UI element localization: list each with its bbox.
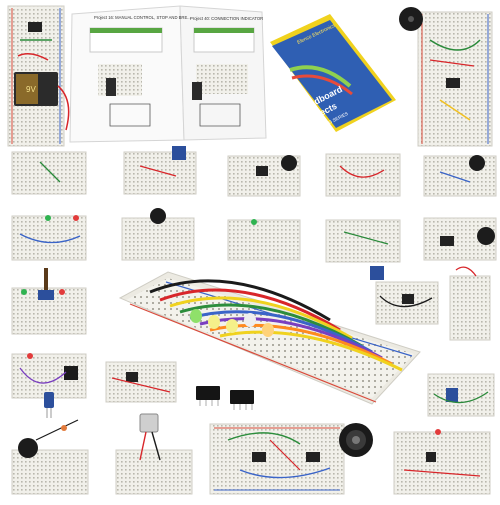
speaker-icon bbox=[339, 423, 373, 457]
booklet-cover: Elenco Electronics Breadboard Projects L… bbox=[270, 14, 396, 134]
board-row-3 bbox=[11, 208, 497, 263]
board-row-2 bbox=[11, 146, 497, 197]
board-bottom-motor bbox=[115, 413, 193, 495]
board-left-potentiometer bbox=[11, 268, 87, 335]
led-cluster bbox=[190, 309, 274, 337]
left-page-heading: Project 16: MANUAL CONTROL, STOP AND BRE… bbox=[94, 15, 191, 20]
battery-label: 9V bbox=[26, 85, 36, 94]
board-centre-left-lower bbox=[105, 361, 177, 403]
breadboard-top-right bbox=[417, 11, 493, 147]
board-bottom-left bbox=[11, 419, 89, 495]
nine-volt-battery: 9V bbox=[14, 72, 70, 131]
capacitor-icon bbox=[44, 392, 54, 418]
board-right-mid bbox=[370, 266, 491, 341]
board-bottom-right bbox=[393, 429, 491, 495]
open-instruction-booklet: Project 16: MANUAL CONTROL, STOP AND BRE… bbox=[69, 5, 267, 143]
right-page-heading: Project 40: CONNECTION INDICATOR bbox=[190, 16, 263, 21]
board-bottom-centre bbox=[209, 423, 345, 495]
buzzer-icon bbox=[399, 7, 423, 31]
ic-chips bbox=[196, 386, 254, 410]
board-right-lower bbox=[427, 373, 495, 417]
board-left-lower bbox=[11, 353, 87, 399]
